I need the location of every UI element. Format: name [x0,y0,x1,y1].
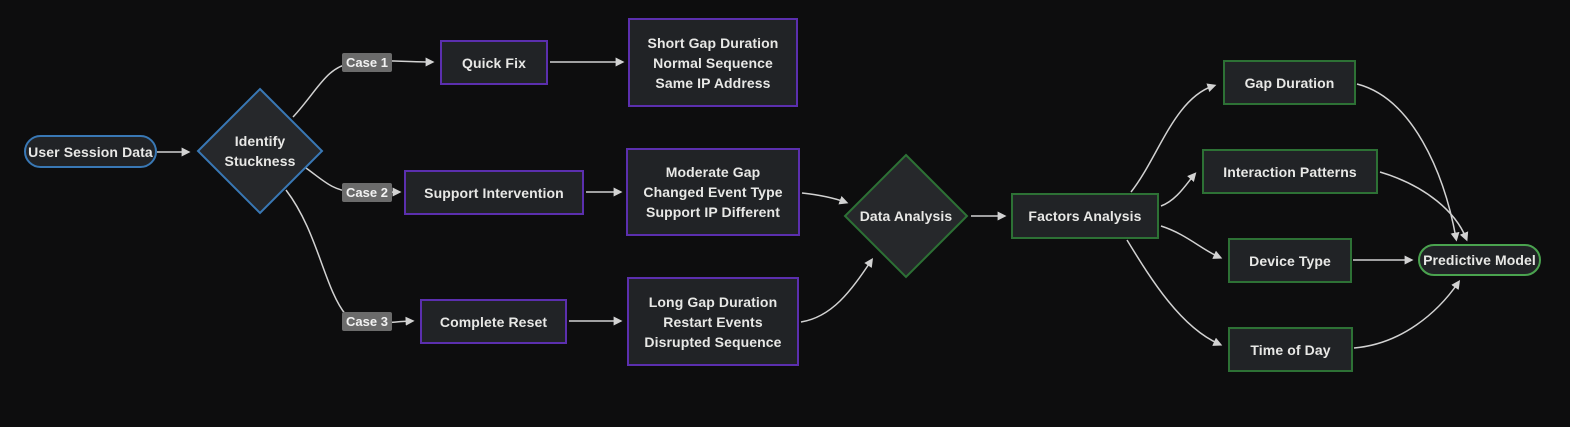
long-gap-line-3: Disrupted Sequence [644,333,782,350]
node-support-intervention-label: Support Intervention [424,184,564,201]
node-interaction-patterns: Interaction Patterns [1202,149,1378,194]
edge-factors-to-device-type [1160,225,1223,259]
node-user-session-data-label: User Session Data [28,143,153,160]
node-short-gap-criteria: Short Gap Duration Normal Sequence Same … [628,18,798,107]
identify-line-2: Stuckness [224,153,296,169]
node-moderate-gap-criteria-label: Moderate Gap Changed Event Type Support … [643,162,782,222]
node-quick-fix: Quick Fix [440,40,548,85]
edge-label-case-2: Case 2 [342,183,392,202]
moderate-gap-line-3: Support IP Different [646,204,780,220]
node-predictive-model-label: Predictive Model [1423,252,1536,268]
node-gap-duration: Gap Duration [1223,60,1356,105]
identify-line-1: Identify [234,133,286,149]
moderate-gap-line-1: Moderate Gap [665,164,761,180]
node-data-analysis-label: Data Analysis [860,206,953,226]
node-long-gap-criteria-label: Long Gap Duration Restart Events Disrupt… [644,292,781,352]
node-gap-duration-label: Gap Duration [1244,74,1335,91]
long-gap-line-1: Long Gap Duration [648,293,778,310]
node-time-of-day: Time of Day [1228,327,1353,372]
edge-long-gap-to-data-analysis [800,258,873,323]
node-complete-reset: Complete Reset [420,299,567,344]
diamond-shape-green [843,153,969,279]
node-user-session-data: User Session Data [24,135,157,168]
node-device-type-label: Device Type [1249,252,1331,269]
node-short-gap-criteria-label: Short Gap Duration Normal Sequence Same … [648,33,779,93]
node-identify-stuckness-label: Identify Stuckness [225,131,296,171]
short-gap-line-1: Short Gap Duration [647,34,779,51]
long-gap-line-2: Restart Events [663,313,763,330]
edge-factors-to-interaction-patterns [1160,172,1197,207]
edge-time-of-day-to-predictive [1353,280,1461,349]
node-complete-reset-label: Complete Reset [439,313,548,330]
node-support-intervention: Support Intervention [404,170,584,215]
edge-factors-to-gap-duration [1130,83,1217,193]
node-data-analysis: Data Analysis [843,153,969,279]
edge-interaction-to-predictive [1379,171,1469,242]
moderate-gap-line-2: Changed Event Type [643,184,783,200]
node-long-gap-criteria: Long Gap Duration Restart Events Disrupt… [627,277,799,366]
node-time-of-day-label: Time of Day [1250,341,1331,358]
edge-moderate-gap-to-data-analysis [801,192,849,205]
diamond-shape-blue [196,87,324,215]
edge-factors-to-time-of-day [1126,239,1223,346]
edge-label-case-3: Case 3 [342,312,392,331]
node-moderate-gap-criteria: Moderate Gap Changed Event Type Support … [626,148,800,236]
node-quick-fix-label: Quick Fix [462,54,526,71]
short-gap-line-3: Same IP Address [655,74,771,91]
edge-label-case-1: Case 1 [342,53,392,72]
node-factors-analysis: Factors Analysis [1011,193,1159,239]
node-identify-stuckness: Identify Stuckness [196,87,324,215]
node-device-type: Device Type [1228,238,1352,283]
node-factors-analysis-label: Factors Analysis [1028,208,1142,224]
node-interaction-patterns-label: Interaction Patterns [1223,163,1357,180]
node-predictive-model: Predictive Model [1418,244,1541,276]
short-gap-line-2: Normal Sequence [653,54,773,71]
data-analysis-line-1: Data Analysis [859,208,953,224]
